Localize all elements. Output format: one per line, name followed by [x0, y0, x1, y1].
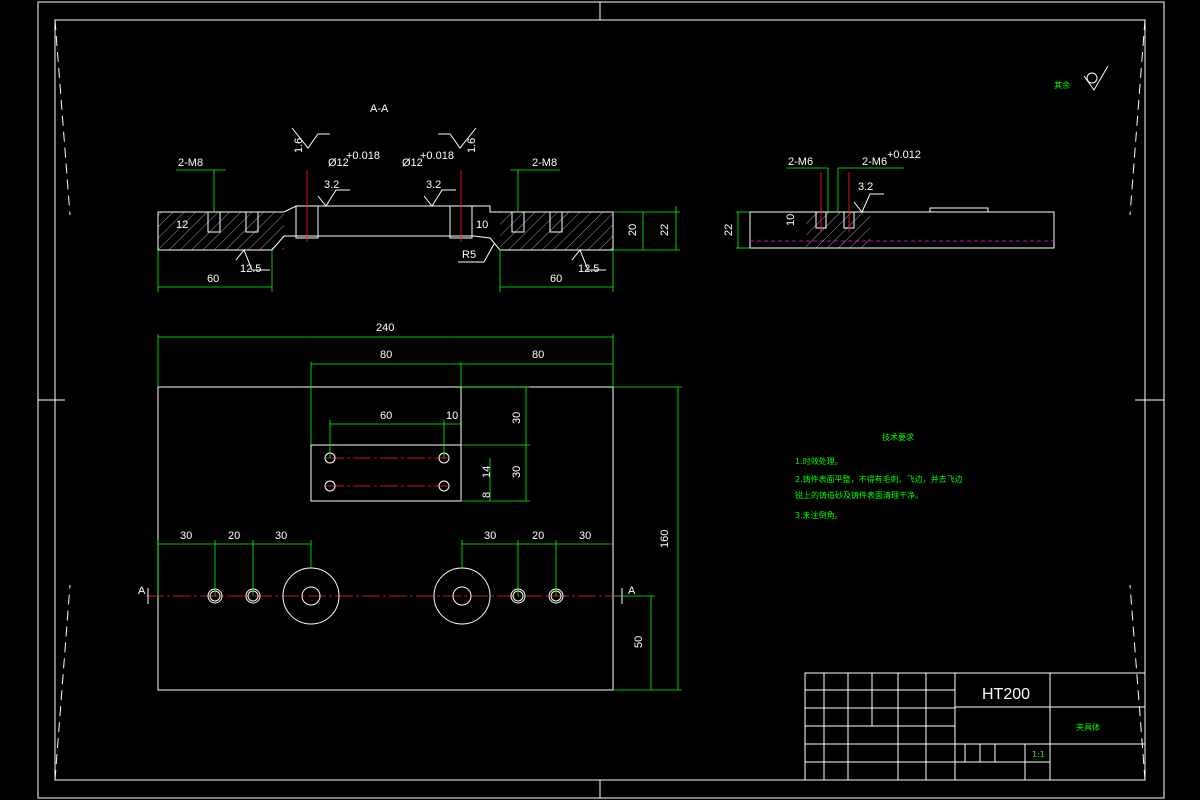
- plan-view: A A 240 80 80 60 10 30 30 14 8 160: [138, 322, 682, 691]
- notes-heading: 技术要求: [882, 432, 914, 442]
- bore-label-left: Ø12: [328, 157, 349, 169]
- side-dim-22: 22: [723, 224, 735, 236]
- left-spacing-2: 20: [228, 530, 240, 542]
- dim-60: 60: [380, 410, 392, 422]
- roughness-125-right: 12.5: [578, 263, 599, 275]
- right-spacing-3: 30: [579, 530, 591, 542]
- scale-label: 1:1: [1032, 750, 1045, 759]
- part-name: 夹具体: [1076, 722, 1100, 732]
- dim-30-mid: 30: [511, 466, 523, 478]
- roughness-32-right: 3.2: [426, 179, 441, 191]
- right-spacing-2: 20: [532, 530, 544, 542]
- dim-10: 10: [446, 410, 458, 422]
- left-spacing-1: 30: [180, 530, 192, 542]
- roughness-other-label: 其余: [1054, 80, 1070, 90]
- side-view: 2-M6 2-M6 +0.012 3.2 22 10: [723, 149, 1055, 249]
- note-3: 3.未注倒角。: [795, 510, 843, 520]
- dim-22: 22: [659, 224, 671, 236]
- roughness-125-left: 12.5: [240, 263, 261, 275]
- left-spacing-3: 30: [275, 530, 287, 542]
- radius-label: R5: [462, 249, 476, 261]
- dim-240: 240: [376, 322, 394, 334]
- title-block: HT200 夹具体 1:1: [804, 672, 1146, 781]
- dim-14: 14: [481, 466, 493, 478]
- roughness-32-left: 3.2: [324, 179, 339, 191]
- thread-label-right: 2-M8: [532, 157, 557, 169]
- bore-tol-right: +0.018: [420, 150, 454, 162]
- sheet-border: [37, 1, 1165, 799]
- side-dim-10: 10: [785, 214, 797, 226]
- material-label: HT200: [982, 686, 1030, 703]
- side-thread-tol: +0.012: [887, 149, 921, 161]
- dim-50: 50: [633, 636, 645, 648]
- dim-80-right: 80: [532, 349, 544, 361]
- section-title: A-A: [370, 103, 389, 115]
- bore-tol-left: +0.018: [346, 150, 380, 162]
- dim-12: 12: [176, 219, 188, 231]
- dim-60-left: 60: [207, 273, 219, 285]
- section-mark-left: A: [138, 585, 146, 597]
- dim-160: 160: [659, 530, 671, 548]
- note-2b: 锐上的铸造砂及铸件表面清理干净。: [795, 490, 923, 500]
- dim-10: 10: [476, 219, 488, 231]
- roughness-bore-right: 1.6: [466, 138, 478, 153]
- side-thread-right: 2-M6: [862, 156, 887, 168]
- side-thread-left: 2-M6: [788, 156, 813, 168]
- note-1: 1.时效处理。: [795, 456, 843, 466]
- roughness-other: 其余: [1054, 65, 1109, 91]
- right-spacing-1: 30: [484, 530, 496, 542]
- bore-label-right: Ø12: [402, 157, 423, 169]
- section-view-a-a: A-A 60 60 20 22 12 10 2-M8: [157, 103, 680, 292]
- note-2: 2.铸件表面平整，不得有毛刺、飞边，并去飞边: [795, 474, 963, 484]
- dim-8: 8: [481, 492, 493, 498]
- roughness-bore-left: 1.6: [293, 138, 305, 153]
- dim-20: 20: [627, 224, 639, 236]
- technical-notes: 技术要求 1.时效处理。 2.铸件表面平整，不得有毛刺、飞边，并去飞边 锐上的铸…: [795, 432, 963, 520]
- side-roughness: 3.2: [858, 181, 873, 193]
- dim-60-right: 60: [550, 273, 562, 285]
- thread-label-left: 2-M8: [178, 157, 203, 169]
- section-mark-right: A: [628, 585, 636, 597]
- dim-30-top: 30: [511, 412, 523, 424]
- dim-80-left: 80: [380, 349, 392, 361]
